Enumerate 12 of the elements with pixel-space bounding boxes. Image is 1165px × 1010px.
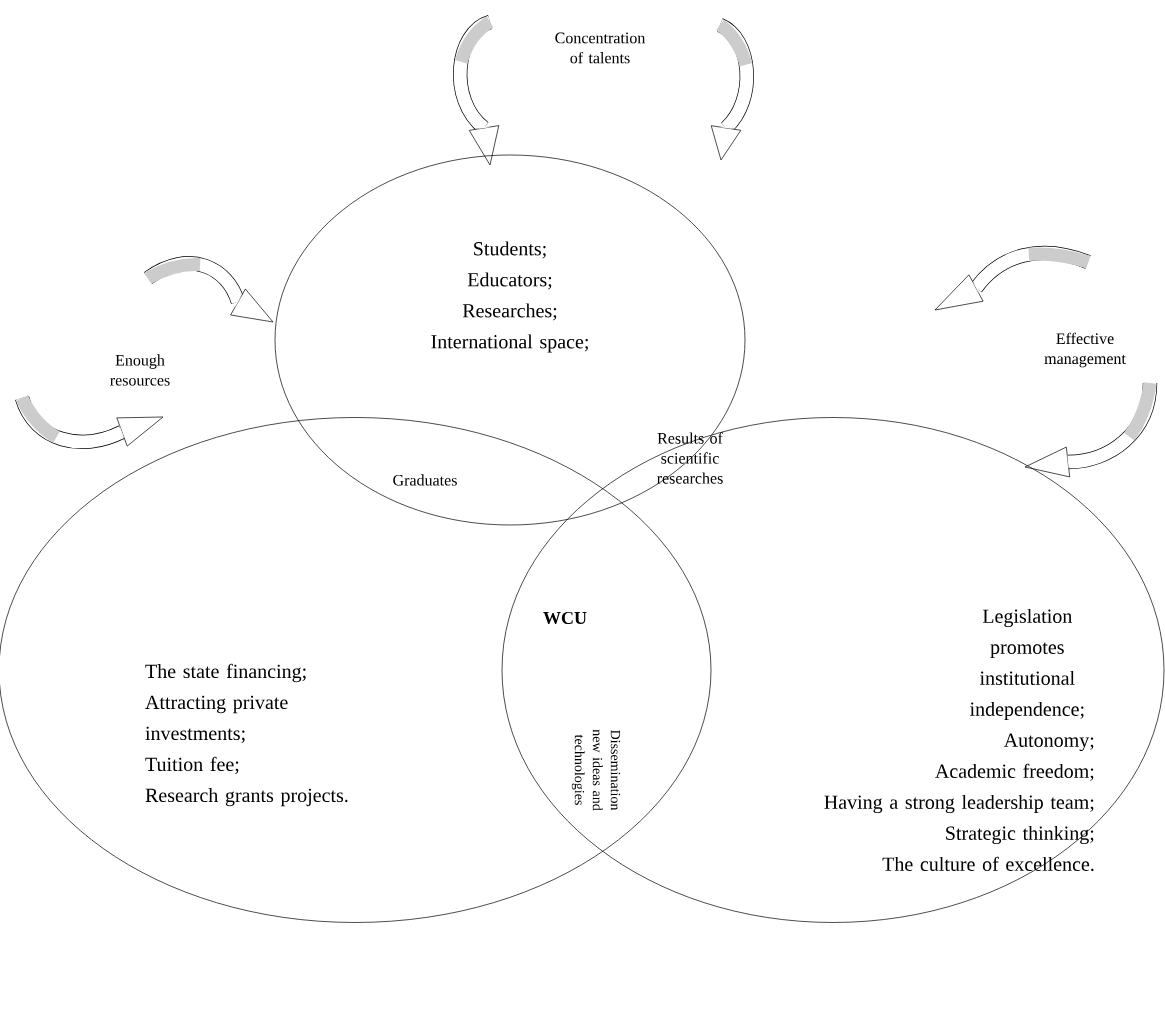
text-label: Results of scientific researches [657,432,723,484]
text-label: Enough resources [110,354,170,386]
item-list: The state financing; Attracting private investments; Tuition fee; Research grants projects. [145,663,348,807]
text-label: Concentration of talents [555,32,646,64]
venn-circle [501,417,1165,923]
item-list: Legislation promotes institutional independence; Autonomy; Academic freedom; Having a strong leadership team; Strategic thinking; The culture of excellence. [824,608,1094,872]
item-list: Students; Educators; Researches; International space; [431,241,588,353]
text-label: Effective management [1044,332,1126,368]
text-label: Dissemination new ideas and technologies [571,729,621,811]
venn-circle [274,154,746,526]
text-label: Graduates [393,474,457,486]
text-label: WCU [543,611,587,625]
